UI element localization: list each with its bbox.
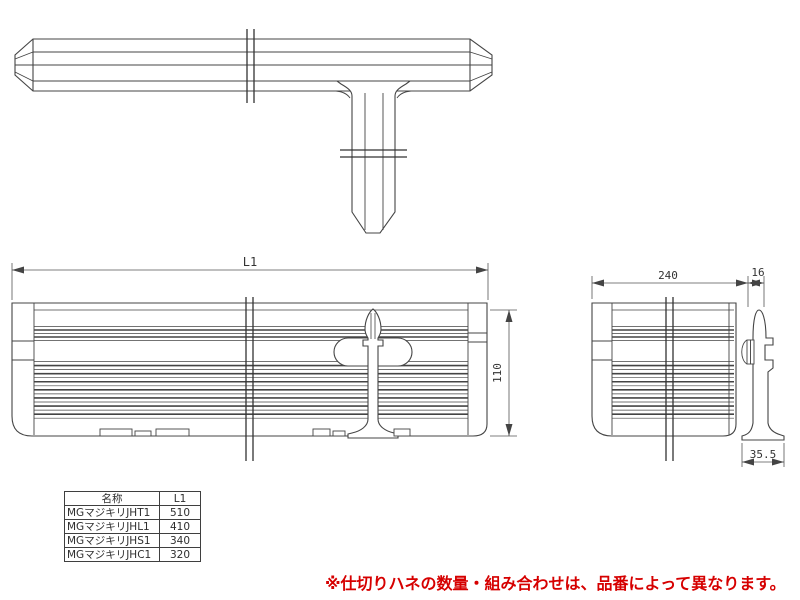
keel-profile <box>741 309 785 441</box>
side-view <box>591 297 785 461</box>
dim-width-label: 240 <box>658 269 678 282</box>
dim-l1-label: L1 <box>243 255 257 269</box>
dim-height-label: 110 <box>491 363 504 383</box>
table-row: MGマジキリJHL1 410 <box>64 519 201 534</box>
part-name: MGマジキリJHT1 <box>64 505 160 520</box>
part-l1: 340 <box>159 533 201 548</box>
part-l1: 320 <box>159 547 201 562</box>
dim-base-label: 35.5 <box>750 448 777 461</box>
wing-edge-plates <box>741 339 755 365</box>
spec-table: 名称 L1 MGマジキリJHT1 510 MGマジキリJHL1 410 MGマジ… <box>64 491 201 562</box>
table-header-row: 名称 L1 <box>64 491 201 506</box>
part-name: MGマジキリJHC1 <box>64 547 160 562</box>
table-row: MGマジキリJHT1 510 <box>64 505 201 520</box>
warning-note: ※仕切りハネの数量・組み合わせは、品番によって異なります。 <box>325 574 786 593</box>
col-header-name: 名称 <box>64 491 160 506</box>
part-name: MGマジキリJHL1 <box>64 519 160 534</box>
part-l1: 510 <box>159 505 201 520</box>
table-row: MGマジキリJHS1 340 <box>64 533 201 548</box>
col-header-l1: L1 <box>159 491 201 506</box>
divider-wing-fin <box>347 308 399 439</box>
dim-thickness-label: 16 <box>751 266 764 279</box>
front-view <box>11 297 488 461</box>
part-name: MGマジキリJHS1 <box>64 533 160 548</box>
dimensions: L1 110 240 16 35.5 <box>11 255 785 467</box>
part-l1: 410 <box>159 519 201 534</box>
table-row: MGマジキリJHC1 320 <box>64 547 201 562</box>
top-view <box>14 29 493 234</box>
